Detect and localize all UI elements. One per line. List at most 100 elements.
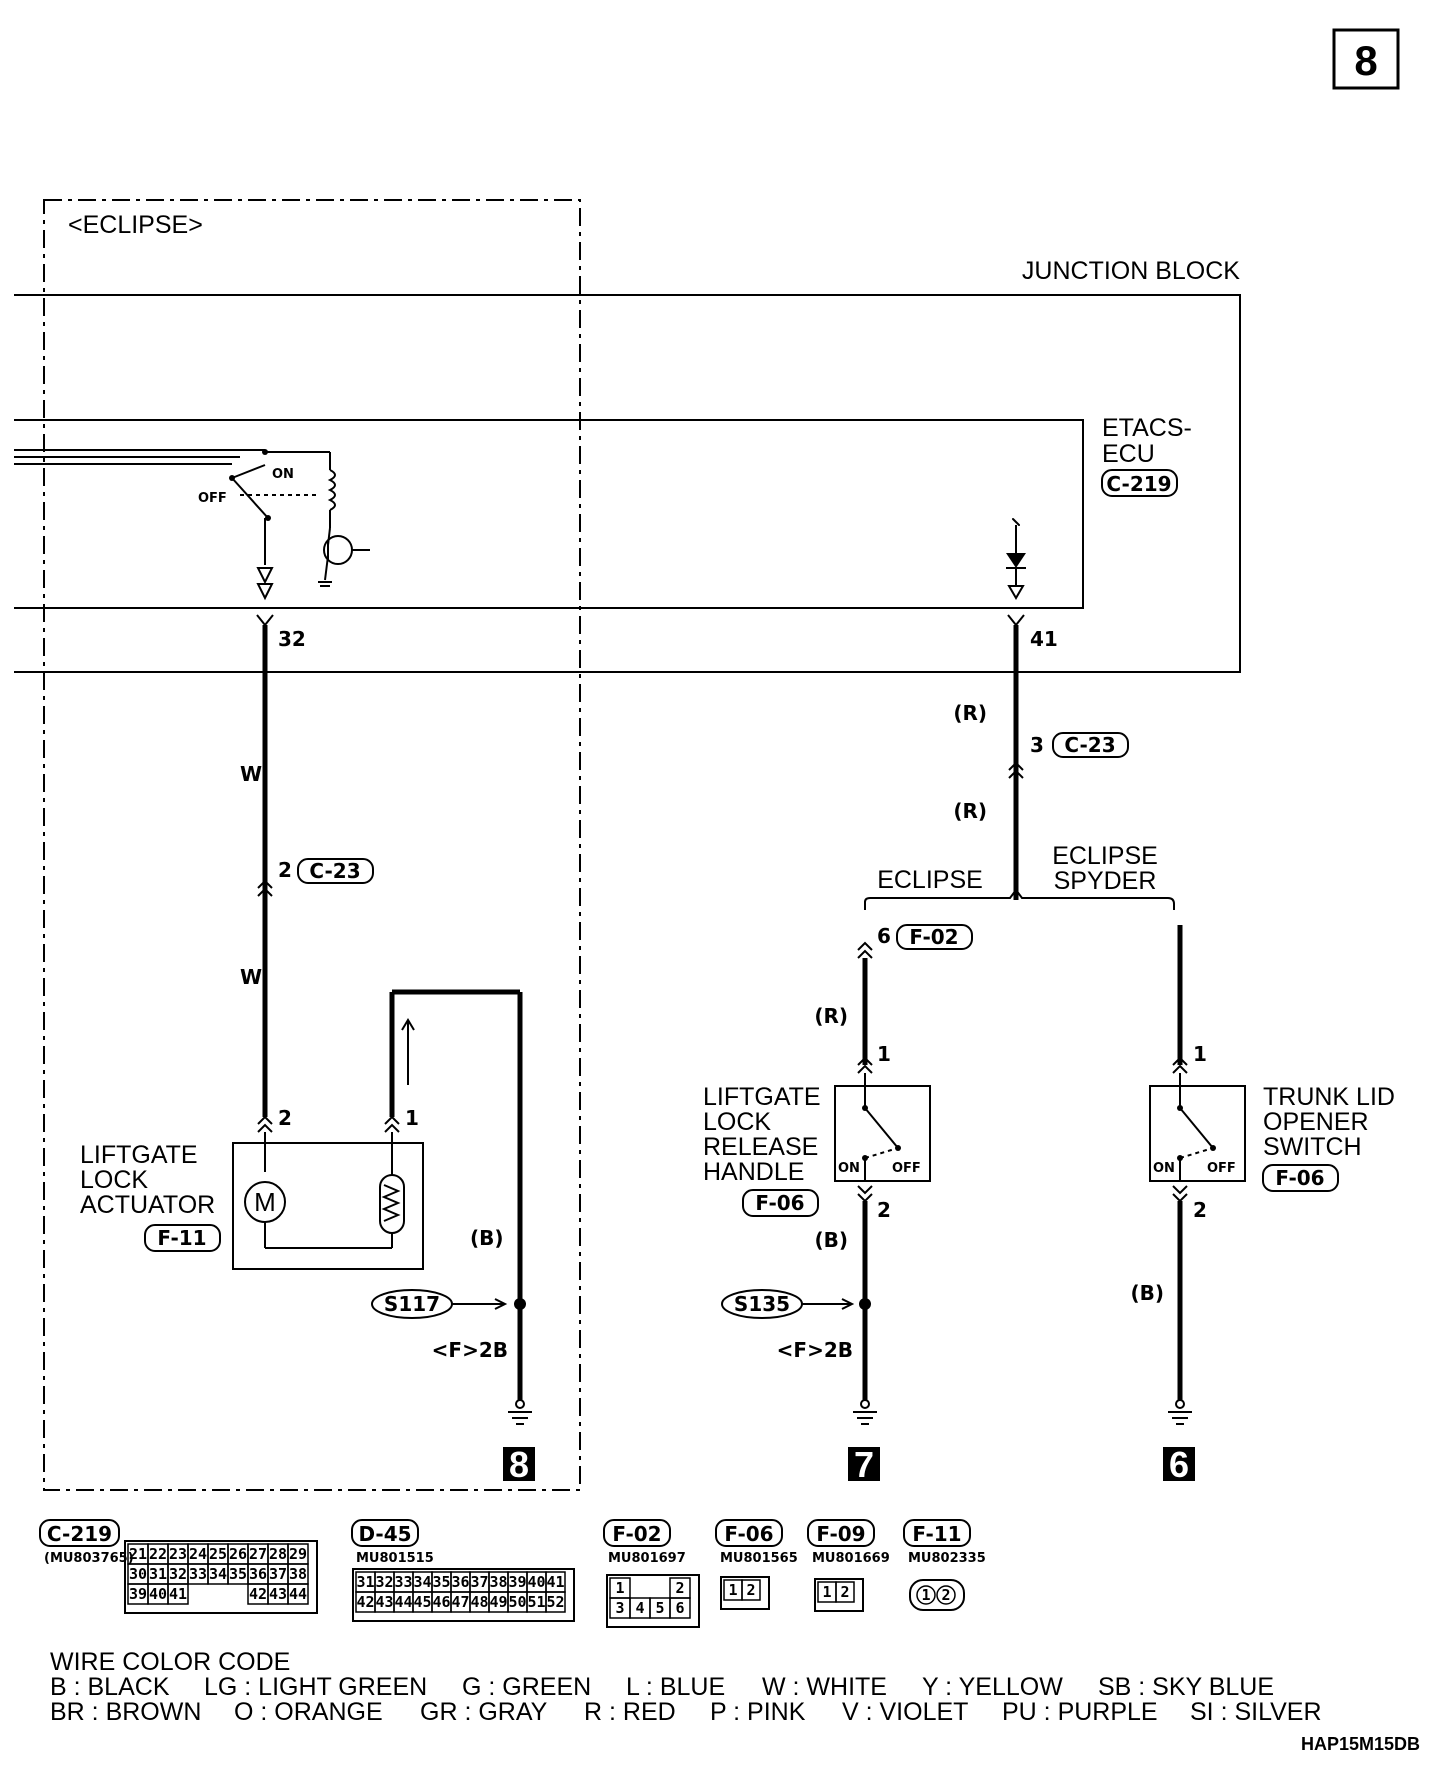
trunk-connector: F-06 xyxy=(1275,1166,1324,1190)
pin-cell: 44 xyxy=(289,1585,307,1603)
handle-pin-1: 1 xyxy=(877,1042,891,1066)
handle-on-label: ON xyxy=(838,1161,860,1176)
wcc-b: B : BLACK xyxy=(50,1673,170,1701)
wcc-w: W : WHITE xyxy=(762,1673,887,1701)
pin-cell: 2 xyxy=(941,1586,950,1604)
wcc-r: R : RED xyxy=(584,1698,676,1726)
actuator-connector: F-11 xyxy=(157,1226,206,1250)
trunk-on-label: ON xyxy=(1153,1161,1175,1176)
pin-cell: 1 xyxy=(615,1579,624,1597)
trunk-pin-1: 1 xyxy=(1193,1042,1207,1066)
pin-cell: 1 xyxy=(921,1586,930,1604)
wcc-lg: LG : LIGHT GREEN xyxy=(204,1673,427,1701)
pin-cell: 26 xyxy=(229,1545,247,1563)
handle-label-4: HANDLE xyxy=(703,1158,804,1186)
pin-cell: 43 xyxy=(375,1593,393,1611)
actuator-pin-2: 2 xyxy=(278,1106,292,1130)
f02-code: F-02 xyxy=(909,925,958,949)
right-circuit: 41 (R) 3 C-23 (R) ECLIPSE ECLIPSE SPYDER xyxy=(864,614,1175,910)
connector-code: C-219 xyxy=(47,1522,112,1546)
junction-block-label: JUNCTION BLOCK xyxy=(1022,257,1240,285)
handle-pin-2: 2 xyxy=(877,1198,891,1222)
connector-part: MU801697 xyxy=(608,1551,686,1566)
pin-cell: 41 xyxy=(169,1585,187,1603)
pin-cell: 6 xyxy=(675,1599,684,1617)
diode xyxy=(1006,518,1026,600)
connector-code: F-09 xyxy=(816,1522,865,1546)
etacs-connector-label: C-219 xyxy=(1106,472,1171,496)
pin-cell: 35 xyxy=(432,1573,450,1591)
handle-label-3: RELEASE xyxy=(703,1133,818,1161)
pin-cell: 29 xyxy=(289,1545,307,1563)
pin-cell: 48 xyxy=(470,1593,488,1611)
relay-off-label: OFF xyxy=(198,491,227,506)
pin-cell: 40 xyxy=(527,1573,545,1591)
pin-cell: 34 xyxy=(413,1573,431,1591)
pin-cell: 35 xyxy=(229,1565,247,1583)
pin-cell: 21 xyxy=(129,1545,147,1563)
connector-code: F-11 xyxy=(912,1522,961,1546)
wire-color-code: WIRE COLOR CODE B : BLACK LG : LIGHT GRE… xyxy=(50,1648,1322,1726)
s117-label: S117 xyxy=(384,1292,440,1316)
pin-cell: 30 xyxy=(129,1565,147,1583)
pin-cell: 33 xyxy=(189,1565,207,1583)
pin-cell: 1 xyxy=(822,1583,831,1601)
pin-cell: 45 xyxy=(413,1593,431,1611)
actuator-pin-1: 1 xyxy=(405,1106,419,1130)
handle-label-1: LIFTGATE xyxy=(703,1083,821,1111)
relay-switch: ON OFF xyxy=(198,449,370,601)
trunk-switch-circuit: 1 ON OFF 2 TRUNK LID OPENER SWITCH F-06 … xyxy=(1130,925,1395,1485)
figure-code: HAP15M15DB xyxy=(1301,1734,1420,1754)
pin-cell: 39 xyxy=(129,1585,147,1603)
wcc-p: P : PINK xyxy=(710,1698,806,1726)
splice-s117: (B) S117 <F>2B 8 xyxy=(371,1226,535,1485)
wcc-l: L : BLUE xyxy=(626,1673,725,1701)
pin-32-label: 32 xyxy=(278,627,306,651)
pin-cell: 39 xyxy=(508,1573,526,1591)
trunk-label-3: SWITCH xyxy=(1263,1133,1362,1161)
pin-cell: 37 xyxy=(269,1565,287,1583)
pin-cell: 31 xyxy=(149,1565,167,1583)
pin-cell: 32 xyxy=(169,1565,187,1583)
ground-badge-7: 7 xyxy=(854,1444,874,1485)
wire-color-r-1: (R) xyxy=(953,701,987,725)
branch-spyder-2: SPYDER xyxy=(1054,867,1157,895)
pin-cell: 36 xyxy=(451,1573,469,1591)
relay-on-label: ON xyxy=(272,467,294,482)
wcc-g: G : GREEN xyxy=(462,1673,591,1701)
pin-cell: 4 xyxy=(635,1599,644,1617)
pin-cell: 42 xyxy=(249,1585,267,1603)
page-number: 8 xyxy=(1354,37,1377,84)
connector-part: (MU803765) xyxy=(44,1551,134,1566)
handle-off-label: OFF xyxy=(892,1161,921,1176)
trunk-label-2: OPENER xyxy=(1263,1108,1369,1136)
c23-right-code: C-23 xyxy=(1064,733,1115,757)
pin-cell: 23 xyxy=(169,1545,187,1563)
pin-cell: 27 xyxy=(249,1545,267,1563)
wire-color-r-3: (R) xyxy=(814,1004,848,1028)
pin-cell: 1 xyxy=(728,1581,737,1599)
connector-part: MU802335 xyxy=(908,1551,986,1566)
etacs-label-2: ECU xyxy=(1102,440,1155,468)
pin-cell: 2 xyxy=(746,1581,755,1599)
pin-cell: 42 xyxy=(356,1593,374,1611)
pin-cell: 37 xyxy=(470,1573,488,1591)
pin-cell: 41 xyxy=(546,1573,564,1591)
s135-ground-ref: <F>2B xyxy=(777,1338,853,1362)
motor-symbol: M xyxy=(254,1187,276,1217)
wire-color-title: WIRE COLOR CODE xyxy=(50,1648,290,1676)
c23-right-pin: 3 xyxy=(1030,733,1044,757)
pin-cell: 36 xyxy=(249,1565,267,1583)
f02-pin: 6 xyxy=(877,924,891,948)
junction-block: JUNCTION BLOCK xyxy=(14,257,1241,673)
wire-color-b-1: (B) xyxy=(470,1226,504,1250)
etacs-label-1: ETACS- xyxy=(1102,414,1192,442)
eclipse-region-label: <ECLIPSE> xyxy=(68,211,203,239)
wcc-pu: PU : PURPLE xyxy=(1002,1698,1158,1726)
trunk-pin-2: 2 xyxy=(1193,1198,1207,1222)
page-number-box: 8 xyxy=(1332,28,1400,90)
pin-cell: 52 xyxy=(546,1593,564,1611)
